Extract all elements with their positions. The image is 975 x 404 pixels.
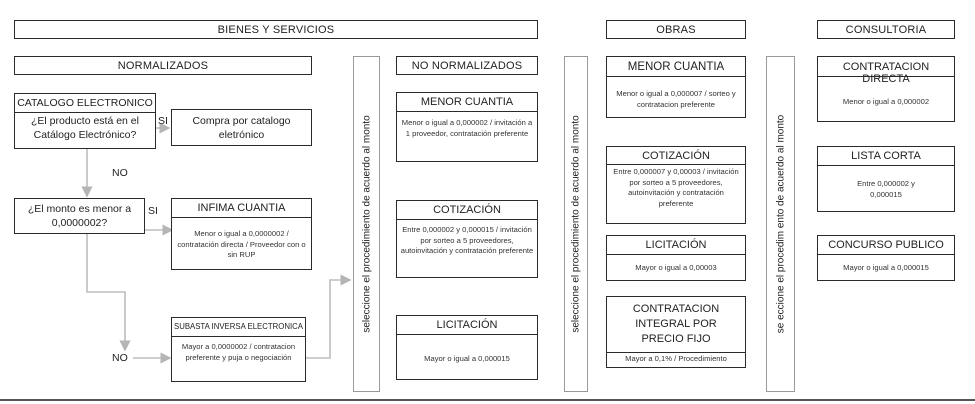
label-no-monto: NO: [112, 352, 128, 364]
nn-menor-title: MENOR CUANTIA: [420, 96, 514, 108]
obras-menor-body: Menor o igual a 0,000007 / sorteo y cont…: [616, 89, 736, 109]
subasta-title: SUBASTA INVERSA ELECTRONICA: [174, 322, 303, 331]
obras-integral-title: CONTRATACION INTEGRAL POR PRECIO FIJO: [632, 303, 720, 345]
header-no-normalizados: NO NORMALIZADOS: [396, 56, 538, 75]
compra-catalogo-box: Compra por catalogo eletrónico: [171, 109, 312, 146]
consultoria-concurso-box: CONCURSO PUBLICO Mayor o igual a 0,00001…: [817, 235, 955, 281]
header-bienes-servicios: BIENES Y SERVICIOS: [14, 20, 538, 39]
selector-procedimiento-bienes: seleccione el procedimiento de acuerdo a…: [353, 56, 380, 392]
compra-catalogo-text: Compra por catalogo eletrónico: [192, 114, 291, 141]
nn-cotizacion-body: Entre 0,000002 y 0,000015 / invitación p…: [400, 225, 534, 255]
nn-menor-cuantia-box: MENOR CUANTIA Menor o igual a 0,000002 /…: [396, 92, 538, 162]
obras-menor-cuantia-box: MENOR CUANTIA Menor o igual a 0,000007 /…: [606, 56, 746, 118]
catalog-title: CATALOGO ELECTRONICO: [17, 97, 153, 109]
infima-body: Menor o igual a 0,0000002 / contratación…: [177, 229, 306, 259]
consultoria-corta-body: Entre 0,000002 y 0,000015: [857, 179, 915, 199]
consultoria-publico-title: CONCURSO PUBLICO: [828, 239, 944, 251]
nn-licitacion-box: LICITACIÓN Mayor o igual a 0,000015: [396, 315, 538, 380]
consultoria-directa-box: CONTRATACION DIRECTA Menor o igual a 0,0…: [817, 56, 955, 122]
bottom-divider: [0, 399, 975, 401]
header-normalizados: NORMALIZADOS: [14, 56, 312, 75]
obras-integral-body: Mayor a 0,1% / Procedimiento: [625, 354, 727, 363]
nn-cotizacion-box: COTIZACIÓN Entre 0,000002 y 0,000015 / i…: [396, 200, 538, 278]
consultoria-publico-body: Mayor o igual a 0,000015: [843, 263, 929, 272]
catalog-question-box: CATALOGO ELECTRONICO ¿El producto está e…: [14, 93, 156, 149]
obras-cotizacion-title: COTIZACIÓN: [642, 150, 710, 162]
consultoria-directa-body: Menor o igual a 0,000002: [842, 97, 930, 106]
nn-licitacion-title: LICITACIÓN: [436, 319, 498, 331]
monto-question-box: ¿El monto es menor a 0,0000002?: [14, 198, 145, 234]
obras-licitacion-box: LICITACIÓN Mayor o igual a 0,00003: [606, 235, 746, 281]
consultoria-directa-title: CONTRATACION DIRECTA: [842, 61, 930, 85]
catalog-question: ¿El producto está en el Catálogo Electró…: [31, 115, 139, 141]
label-no-catalog: NO: [112, 167, 128, 179]
monto-question: ¿El monto es menor a 0,0000002?: [27, 203, 132, 229]
label-si-catalog: SI: [158, 115, 168, 127]
selector-text-obras: seleccione el procedimiento de acuerdo a…: [570, 115, 582, 333]
obras-cotizacion-box: COTIZACIÓN Entre 0,000007 y 0,00003 / in…: [606, 146, 746, 224]
nn-licitacion-body: Mayor o igual a 0,000015: [424, 354, 510, 363]
arrow-subasta-to-selector: [306, 274, 352, 359]
selector-procedimiento-consultoria: se eccione el procedim ento de acuerdo a…: [766, 56, 795, 392]
consultoria-corta-title: LISTA CORTA: [851, 150, 921, 162]
nn-cotizacion-title: COTIZACIÓN: [433, 204, 501, 216]
infima-title: INFIMA CUANTIA: [197, 202, 286, 214]
obras-licitacion-title: LICITACIÓN: [645, 239, 707, 251]
selector-text-consultoria: se eccione el procedim ento de acuerdo a…: [775, 114, 786, 334]
obras-cotizacion-body: Entre 0,000007 y 0,00003 / invitación po…: [613, 167, 739, 208]
subasta-body: Mayor a 0,0000002 / contratacion prefere…: [181, 342, 296, 362]
selector-procedimiento-obras-left: seleccione el procedimiento de acuerdo a…: [564, 56, 588, 392]
infima-cuantia-box: INFIMA CUANTIA Menor o igual a 0,0000002…: [171, 198, 312, 270]
header-consultoria: CONSULTORIA: [817, 20, 955, 39]
obras-integral-box: CONTRATACION INTEGRAL POR PRECIO FIJO Ma…: [606, 296, 746, 368]
consultoria-lista-corta-box: LISTA CORTA Entre 0,000002 y 0,000015: [817, 146, 955, 212]
selector-text-bienes: seleccione el procedimiento de acuerdo a…: [361, 115, 372, 333]
nn-menor-body: Menor o igual a 0,000002 / invitación a …: [401, 118, 533, 138]
label-si-monto: SI: [148, 205, 158, 217]
subasta-inversa-box: SUBASTA INVERSA ELECTRONICA Mayor a 0,00…: [171, 317, 306, 382]
header-obras: OBRAS: [606, 20, 746, 39]
arrow-monto-to-subasta: [86, 234, 131, 352]
obras-licitacion-body: Mayor o igual a 0,00003: [635, 263, 717, 272]
obras-menor-title: MENOR CUANTIA: [627, 61, 725, 73]
